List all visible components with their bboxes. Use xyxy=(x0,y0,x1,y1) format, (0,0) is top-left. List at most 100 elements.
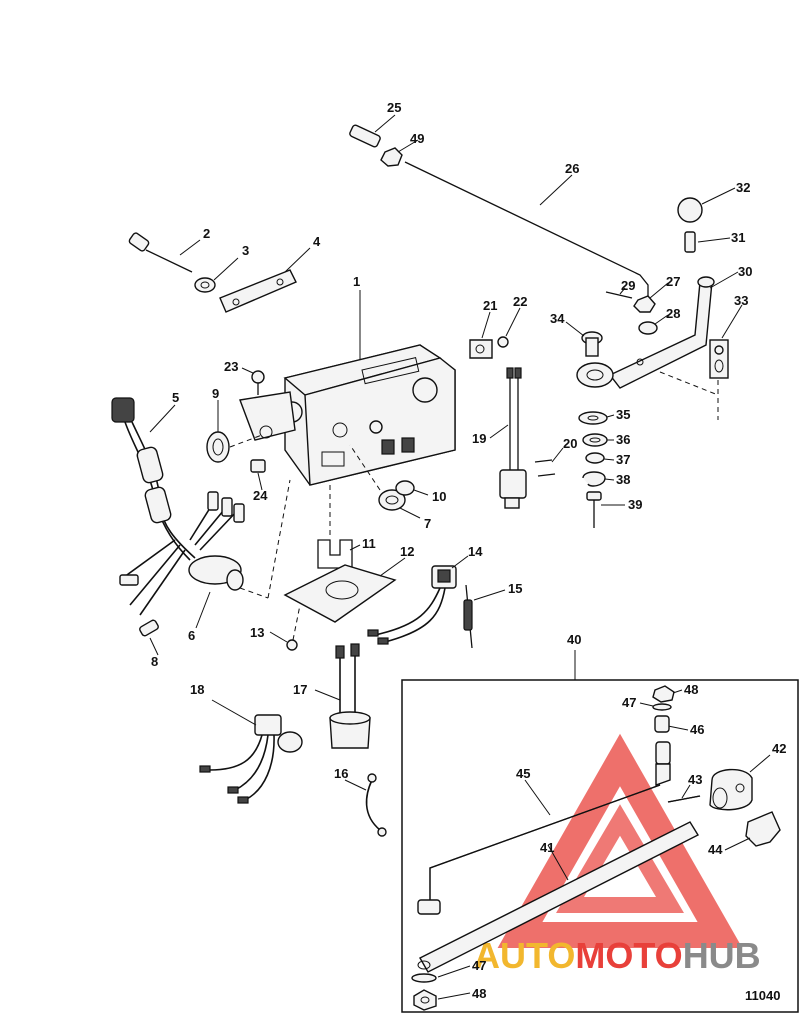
leader-34 xyxy=(565,321,585,337)
leader-24 xyxy=(257,472,263,491)
label-47a: 47 xyxy=(622,695,636,710)
leader-17 xyxy=(314,689,341,701)
label-23: 23 xyxy=(224,359,238,374)
label-3: 3 xyxy=(242,243,249,258)
leader-2 xyxy=(179,239,201,256)
part-12-plate xyxy=(283,564,397,623)
part-30-lever xyxy=(576,276,715,389)
leader-44 xyxy=(724,837,751,851)
label-21: 21 xyxy=(483,298,497,313)
label-36: 36 xyxy=(616,432,630,447)
part-8-pin xyxy=(139,619,159,637)
part-9-grommet xyxy=(206,431,230,463)
part-16-wire xyxy=(365,773,387,837)
leader-26 xyxy=(539,174,573,206)
leader-43 xyxy=(681,784,691,799)
label-32: 32 xyxy=(736,180,750,195)
label-18: 18 xyxy=(190,682,204,697)
part-41-bar xyxy=(417,821,699,973)
part-44-knob xyxy=(745,811,781,847)
part-13-screw xyxy=(286,639,298,651)
label-47b: 47 xyxy=(472,958,486,973)
label-4: 4 xyxy=(313,234,321,249)
label-8: 8 xyxy=(151,654,158,669)
label-42: 42 xyxy=(772,741,786,756)
watermark-text-hub: HUB xyxy=(683,935,761,976)
label-11: 11 xyxy=(362,536,376,551)
part-20-screws xyxy=(534,459,556,477)
part-27-nut xyxy=(633,295,656,313)
dash-13 xyxy=(292,604,301,641)
label-35: 35 xyxy=(616,407,630,422)
leader-8 xyxy=(149,637,159,656)
part-22-screw xyxy=(497,336,509,348)
label-37: 37 xyxy=(616,452,630,467)
label-26: 26 xyxy=(565,161,579,176)
part-21-clamp xyxy=(469,339,493,359)
leader-35 xyxy=(606,414,615,418)
leader-13 xyxy=(269,631,288,643)
label-28: 28 xyxy=(666,306,680,321)
part-34-bushing xyxy=(581,331,603,357)
leader-15 xyxy=(473,589,506,601)
leader-23 xyxy=(241,367,254,374)
label-33: 33 xyxy=(734,293,748,308)
part-43-pin xyxy=(667,795,701,803)
watermark-text-moto: MOTO xyxy=(575,935,682,976)
dash-6b xyxy=(267,479,291,599)
label-29: 29 xyxy=(621,278,635,293)
part-48a-nut xyxy=(652,685,675,703)
leader-41 xyxy=(547,844,569,881)
part-labels: 1 2 3 4 5 6 7 8 9 10 11 12 13 14 15 16 1… xyxy=(151,100,786,1001)
part-24-nut xyxy=(250,459,266,473)
part-2-bolt xyxy=(128,232,193,273)
leader-48a xyxy=(672,689,683,694)
label-30: 30 xyxy=(738,264,752,279)
label-43: 43 xyxy=(688,772,702,787)
part-1-housing xyxy=(239,344,456,486)
label-48a: 48 xyxy=(684,682,698,697)
label-24: 24 xyxy=(253,488,268,503)
label-9: 9 xyxy=(212,386,219,401)
part-33-detail xyxy=(709,339,729,379)
part-47b-washer xyxy=(411,973,437,983)
leader-42 xyxy=(749,754,771,773)
label-27: 27 xyxy=(666,274,680,289)
leader-48b xyxy=(437,992,471,1000)
leader-18 xyxy=(211,699,257,726)
part-15-resistor xyxy=(463,584,473,649)
leader-47b xyxy=(437,965,471,978)
part-7-nut xyxy=(378,489,406,511)
part-28-washer xyxy=(638,321,658,335)
label-15: 15 xyxy=(508,581,522,596)
label-48b: 48 xyxy=(472,986,486,1001)
part-29-pin xyxy=(605,291,633,299)
label-49: 49 xyxy=(410,131,424,146)
leader-4 xyxy=(284,247,311,273)
label-13: 13 xyxy=(250,625,264,640)
label-46: 46 xyxy=(690,722,704,737)
leader-12 xyxy=(379,557,406,577)
leader-37 xyxy=(603,458,615,461)
leader-11 xyxy=(349,544,361,551)
inset-box xyxy=(401,679,799,1013)
part-5-harness xyxy=(111,397,245,616)
label-17: 17 xyxy=(293,682,307,697)
label-22: 22 xyxy=(513,294,527,309)
leader-30 xyxy=(709,271,739,289)
watermark-text-auto: AUTO xyxy=(474,935,575,976)
label-12: 12 xyxy=(400,544,414,559)
part-19-sensor xyxy=(499,367,527,509)
part-25-stud xyxy=(349,124,381,148)
dash-9 xyxy=(229,434,263,448)
watermark-text: AUTOMOTOHUB xyxy=(474,935,761,976)
part-3-washer xyxy=(194,277,216,293)
label-6: 6 xyxy=(188,628,195,643)
leader-32 xyxy=(701,187,736,205)
leader-28 xyxy=(654,314,669,325)
leader-5 xyxy=(149,404,176,433)
label-1: 1 xyxy=(353,274,360,289)
leader-7 xyxy=(399,507,421,519)
part-38-clip xyxy=(582,471,606,487)
